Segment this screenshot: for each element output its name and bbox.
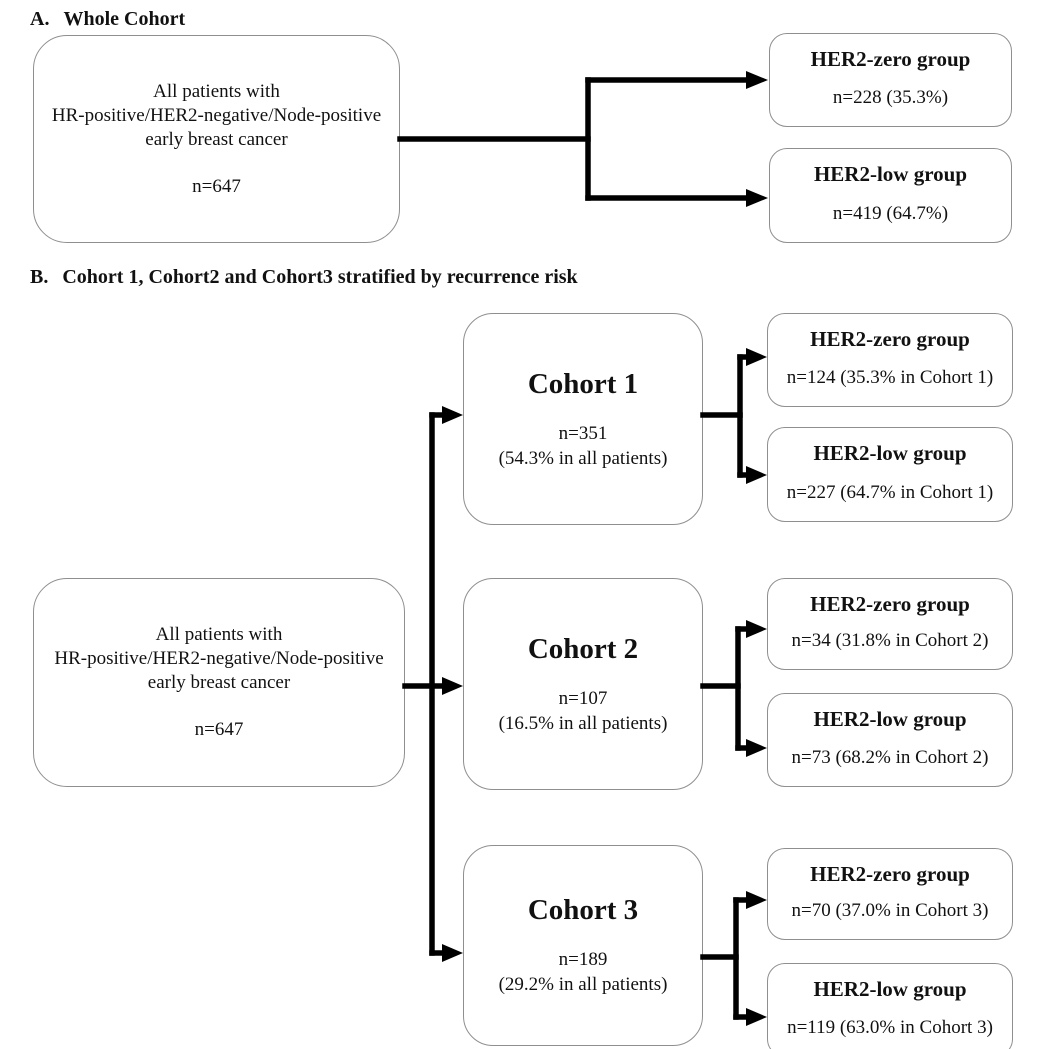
cohort-n-value: n=107: [558, 687, 608, 709]
cohort-2-her2-low-box: HER2-low group n=73 (68.2% in Cohort 2): [767, 693, 1013, 787]
cohort-title: Cohort 1: [527, 367, 639, 400]
panel-b-title: B. Cohort 1, Cohort2 and Cohort3 stratifi…: [30, 266, 578, 289]
source-line-3: early breast cancer: [147, 672, 291, 693]
group-title: HER2-zero group: [810, 327, 970, 351]
cohort-2-connector: [700, 620, 767, 757]
source-line-3: early breast cancer: [145, 128, 288, 150]
cohort-2-box: Cohort 2 n=107 (16.5% in all patients): [463, 578, 703, 790]
group-title: HER2-low group: [813, 977, 967, 1001]
panel-b-main-connector: [402, 406, 463, 962]
panel-b-title-text: Cohort 1, Cohort2 and Cohort3 stratified…: [62, 266, 578, 288]
source-line-1: All patients with: [153, 80, 280, 102]
cohort-n-value: n=351: [558, 422, 608, 444]
group-title: HER2-low group: [813, 707, 967, 731]
group-n-value: n=119 (63.0% in Cohort 3): [787, 1017, 993, 1038]
cohort-3-connector: [700, 891, 767, 1026]
cohort-n-value: n=189: [558, 949, 608, 970]
panel-a-title: A. Whole Cohort: [30, 8, 185, 31]
group-n-value: n=227 (64.7% in Cohort 1): [786, 482, 994, 503]
panel-a-her2-low-box: HER2-low group n=419 (64.7%): [769, 148, 1012, 243]
cohort-percentage: (16.5% in all patients): [498, 712, 668, 734]
group-n-value: n=73 (68.2% in Cohort 2): [791, 747, 989, 768]
panel-b-prefix: B.: [30, 266, 49, 288]
source-n-value: n=647: [192, 175, 241, 197]
group-title: HER2-zero group: [810, 862, 970, 886]
panel-a-connector: [397, 71, 768, 207]
panel-a-title-text: Whole Cohort: [63, 8, 186, 30]
group-n-value: n=228 (35.3%): [832, 87, 949, 108]
panel-a-her2-zero-box: HER2-zero group n=228 (35.3%): [769, 33, 1012, 127]
cohort-3-her2-low-box: HER2-low group n=119 (63.0% in Cohort 3): [767, 963, 1013, 1049]
group-title: HER2-low group: [813, 441, 967, 465]
cohort-3-her2-zero-box: HER2-zero group n=70 (37.0% in Cohort 3): [767, 848, 1013, 940]
cohort-percentage: (54.3% in all patients): [498, 447, 668, 469]
source-line-1: All patients with: [155, 624, 283, 645]
source-line-2: HR-positive/HER2-negative/Node-positive: [51, 104, 382, 126]
panel-a-prefix: A.: [30, 8, 50, 30]
group-title: HER2-low group: [813, 162, 968, 186]
cohort-title: Cohort 3: [527, 894, 639, 926]
cohort-percentage: (29.2% in all patients): [498, 974, 668, 995]
group-n-value: n=124 (35.3% in Cohort 1): [786, 367, 994, 388]
source-line-2: HR-positive/HER2-negative/Node-positive: [54, 648, 384, 669]
cohort-1-her2-low-box: HER2-low group n=227 (64.7% in Cohort 1): [767, 427, 1013, 522]
cohort-1-her2-zero-box: HER2-zero group n=124 (35.3% in Cohort 1…: [767, 313, 1013, 407]
group-n-value: n=70 (37.0% in Cohort 3): [791, 900, 989, 921]
cohort-1-box: Cohort 1 n=351 (54.3% in all patients): [463, 313, 703, 525]
group-n-value: n=419 (64.7%): [832, 203, 949, 224]
panel-b-source-box: All patients with HR-positive/HER2-negat…: [33, 578, 405, 787]
cohort-title: Cohort 2: [527, 632, 639, 665]
cohort-2-her2-zero-box: HER2-zero group n=34 (31.8% in Cohort 2): [767, 578, 1013, 670]
panel-a-source-box: All patients with HR-positive/HER2-negat…: [33, 35, 400, 243]
source-n-value: n=647: [194, 719, 244, 740]
group-title: HER2-zero group: [810, 592, 970, 616]
cohort-1-connector: [700, 348, 767, 484]
group-title: HER2-zero group: [810, 47, 971, 71]
group-n-value: n=34 (31.8% in Cohort 2): [791, 630, 989, 651]
cohort-3-box: Cohort 3 n=189 (29.2% in all patients): [463, 845, 703, 1046]
